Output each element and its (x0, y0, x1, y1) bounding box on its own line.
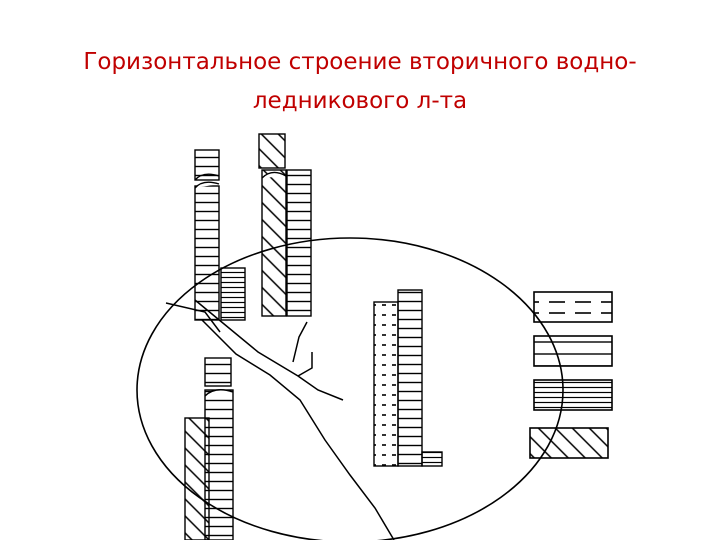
column-d (373, 289, 443, 467)
column-b (258, 133, 312, 317)
legend (529, 291, 613, 459)
column-c (184, 357, 234, 540)
title-line-2: ледникового л-та (252, 88, 468, 115)
column-a (194, 149, 246, 321)
slide-title: Горизонтальное строение вторичного водно… (0, 43, 720, 121)
title-line-1: Горизонтальное строение вторичного водно… (83, 49, 637, 76)
boundary-lines (165, 299, 395, 540)
sparse-horizontal-hatch-swatch (533, 335, 613, 367)
diagonal-hatch-swatch (529, 427, 609, 459)
dense-horizontal-hatch-swatch (533, 379, 613, 411)
dashed-hatch-swatch (533, 291, 613, 323)
